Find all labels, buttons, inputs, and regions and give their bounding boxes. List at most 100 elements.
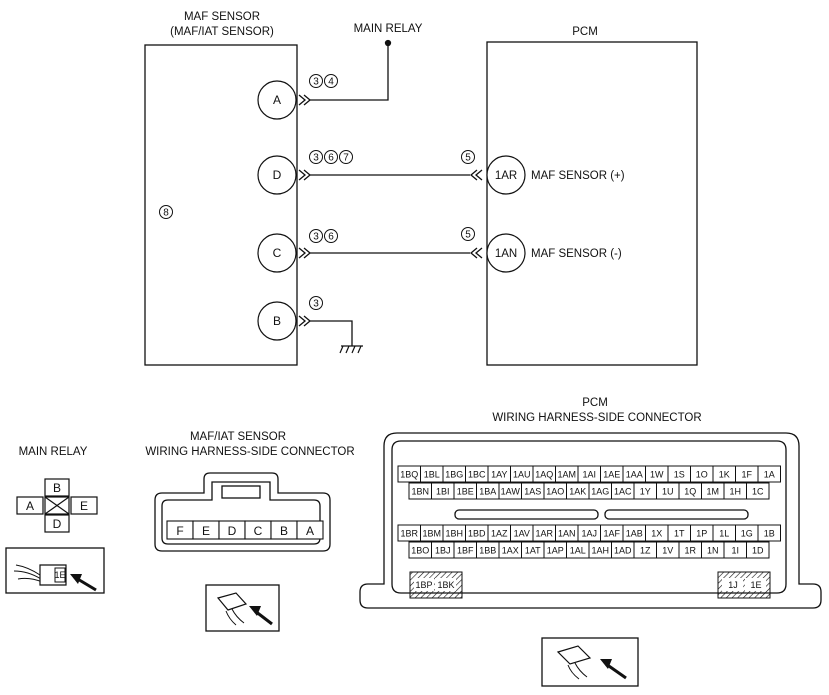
pcm-terminal-label: 1AO xyxy=(546,487,564,497)
circled-number-8: 8 xyxy=(159,205,173,219)
svg-text:1BP: 1BP xyxy=(415,580,432,590)
pcm-box xyxy=(486,41,698,366)
pin-c: C xyxy=(257,233,297,273)
relay-terminal-b: B xyxy=(53,481,61,495)
pcm-terminal-label: 1BM xyxy=(422,529,441,539)
pcm-terminal-label: 1BF xyxy=(457,546,474,556)
pcm-pin-1ar-label: 1AR xyxy=(495,170,517,182)
pcm-terminal-label: 1Q xyxy=(684,487,696,497)
pcm-terminal-label: 1AJ xyxy=(581,529,597,539)
pcm-pin-1an-label: 1AN xyxy=(495,248,517,260)
pcm-terminal-label: 1AH xyxy=(591,546,609,556)
pcm-terminal-label: 1BE xyxy=(457,487,474,497)
pcm-terminal-label: 1AT xyxy=(525,546,541,556)
svg-text:8: 8 xyxy=(163,208,169,219)
pcm-terminal-label: 1AD xyxy=(614,546,632,556)
pcm-terminal-label: 1BC xyxy=(468,470,486,480)
pcm-terminal-label: 1K xyxy=(719,470,730,480)
maf-sensor-box xyxy=(144,44,298,366)
wire-b-ground xyxy=(298,315,353,346)
svg-text:F: F xyxy=(176,524,183,538)
pcm-terminal-label: 1I xyxy=(731,546,739,556)
relay-terminal-e: E xyxy=(80,499,88,513)
relay-terminal-a: A xyxy=(26,499,34,513)
pcm-terminal-label: 1BA xyxy=(479,487,496,497)
pcm-terminal-label: 1AA xyxy=(626,470,643,480)
pcm-pin-1an: 1AN xyxy=(486,233,526,273)
maf-connector-title-line1: MAF/IAT SENSOR xyxy=(190,431,286,443)
pcm-terminal-label: 1BR xyxy=(400,529,418,539)
svg-text:B: B xyxy=(280,524,288,538)
pcm-terminal-label: 1AP xyxy=(547,546,564,556)
pcm-terminal-label: 1AC xyxy=(614,487,632,497)
pin-a-label: A xyxy=(273,93,281,107)
svg-text:3: 3 xyxy=(313,153,319,164)
svg-text:1E: 1E xyxy=(750,580,761,590)
connector-view-icon-relay: 1E xyxy=(5,547,105,594)
pcm-terminal-label: 1AS xyxy=(524,487,541,497)
pcm-terminal-cell xyxy=(746,541,770,559)
pcm-terminal-label: 1AX xyxy=(502,546,519,556)
pcm-terminal-label: 1X xyxy=(651,529,662,539)
pcm-terminal-label: 1AM xyxy=(557,470,576,480)
pcm-terminal-label: 1G xyxy=(741,529,753,539)
pcm-terminal-label: 1BO xyxy=(411,546,429,556)
pin-b: B xyxy=(257,301,297,341)
pcm-terminal-label: 1AW xyxy=(501,487,521,497)
svg-text:E: E xyxy=(202,524,210,538)
pcm-terminal-label: 1C xyxy=(752,487,764,497)
pcm-connector-title-line2: WIRING HARNESS-SIDE CONNECTOR xyxy=(492,412,701,424)
pcm-terminal-label: 1AY xyxy=(491,470,507,480)
pcm-terminal-label: 1BQ xyxy=(400,470,418,480)
maf-sensor-title: MAF SENSOR (MAF/IAT SENSOR) xyxy=(170,11,274,38)
pcm-terminal-label: 1BB xyxy=(479,546,496,556)
pcm-terminal-label: 1B xyxy=(764,529,775,539)
pin-d-label: D xyxy=(273,168,282,182)
pcm-terminal-label: 1Z xyxy=(640,546,651,556)
pcm-terminal-label: 1V xyxy=(662,546,673,556)
svg-text:6: 6 xyxy=(328,232,334,243)
pcm-1an-num: 5 xyxy=(461,227,475,241)
pcm-terminal-label: 1M xyxy=(706,487,719,497)
pcm-1ar-num: 5 xyxy=(461,150,475,164)
pcm-terminal-label: 1W xyxy=(650,470,664,480)
maf-connector-terminals: F E D C B A xyxy=(166,520,324,540)
svg-text:5: 5 xyxy=(465,230,471,241)
pcm-terminal-label: 1BJ xyxy=(435,546,451,556)
pcm-connector-housing xyxy=(359,432,822,609)
svg-text:3: 3 xyxy=(313,77,319,88)
main-relay-connector-title: MAIN RELAY xyxy=(19,446,88,458)
maf-sensor-title-line1: MAF SENSOR xyxy=(184,11,260,23)
pin-b-label: B xyxy=(273,314,281,328)
pcm-terminal-label: 1O xyxy=(696,470,708,480)
pcm-terminal-cell xyxy=(757,465,781,483)
pcm-terminal-label: 1S xyxy=(674,470,685,480)
pcm-terminal-label: 1AU xyxy=(513,470,531,480)
pcm-terminal-label: 1AV xyxy=(514,529,530,539)
svg-text:1J: 1J xyxy=(728,580,738,590)
svg-text:A: A xyxy=(306,524,314,538)
pcm-terminal-label: 1AE xyxy=(603,470,620,480)
pcm-terminal-label: 1R xyxy=(684,546,696,556)
svg-text:3: 3 xyxy=(313,232,319,243)
pcm-terminal-label: 1AB xyxy=(626,529,643,539)
pcm-terminal-label: 1AL xyxy=(570,546,586,556)
pcm-terminal-label: 1L xyxy=(719,529,729,539)
wire-d-nums: 3 6 7 xyxy=(309,150,353,164)
pcm-terminal-label: 1D xyxy=(752,546,764,556)
svg-text:4: 4 xyxy=(328,77,334,88)
pcm-terminal-label: 1BL xyxy=(424,470,440,480)
pcm-terminal-label: 1U xyxy=(662,487,674,497)
pcm-terminal-label: 1AG xyxy=(591,487,609,497)
pin-a: A xyxy=(257,80,297,120)
pcm-terminal-label: 1BN xyxy=(411,487,429,497)
maf-connector-housing xyxy=(154,472,331,552)
main-relay-label: MAIN RELAY xyxy=(354,23,423,35)
wire-a-nums: 3 4 xyxy=(309,74,338,88)
svg-text:6: 6 xyxy=(328,153,334,164)
pcm-terminal-label: 1BI xyxy=(436,487,450,497)
svg-text:1E: 1E xyxy=(54,570,65,580)
pcm-right-block: 1J 1E xyxy=(717,571,771,599)
pcm-terminal-cell xyxy=(746,482,770,500)
